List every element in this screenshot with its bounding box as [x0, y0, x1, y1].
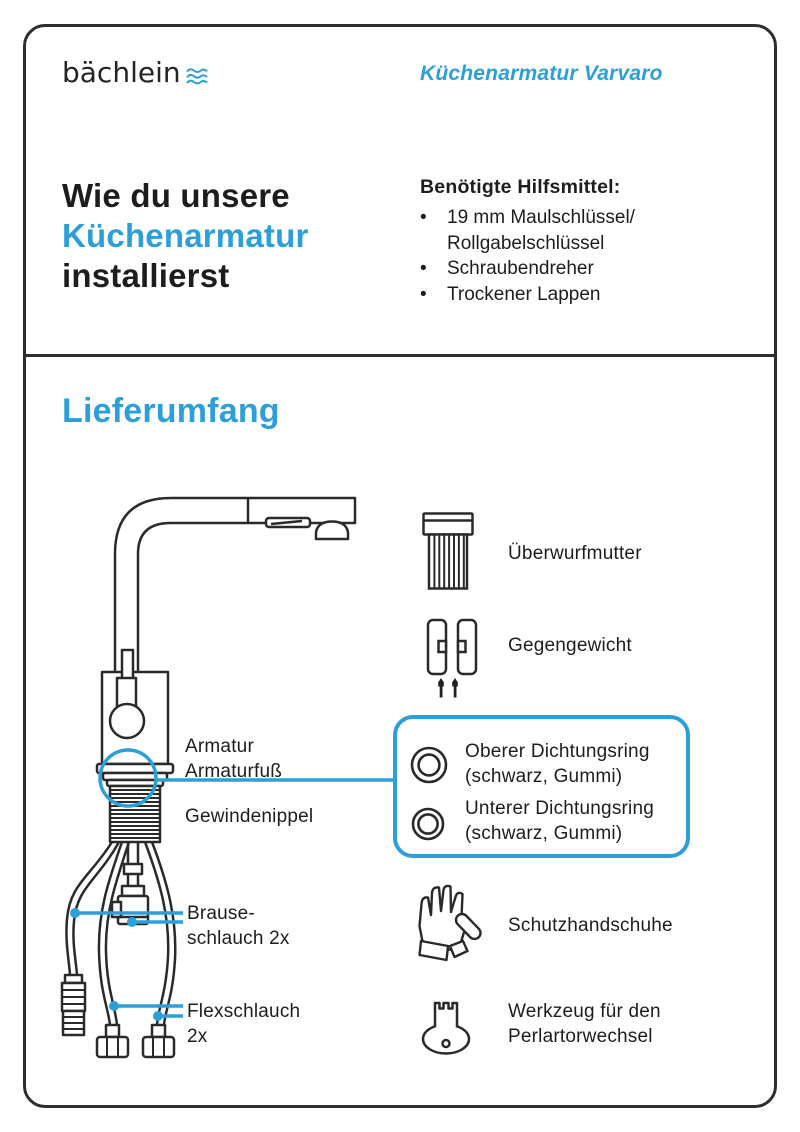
tool-item: • 19 mm Maulschlüssel/ Rollgabelschlüsse… — [420, 205, 750, 256]
section-heading: Lieferumfang — [62, 392, 280, 430]
product-title: Küchenarmatur Varvaro — [420, 62, 663, 85]
tool-item: • Schraubendreher — [420, 256, 750, 282]
tool-item: • Trockener Lappen — [420, 282, 750, 308]
bullet: • — [420, 258, 427, 279]
page-title-line2: Küchenarmatur — [62, 217, 309, 254]
highlight-circle — [98, 748, 158, 808]
label-gewindenippel: Gewindenippel — [185, 806, 314, 827]
tool-item-text: 19 mm Maulschlüssel/ Rollgabelschlüssel — [447, 207, 635, 254]
label-armatur: Armatur — [185, 736, 254, 757]
seal-item-oberer: Oberer Dichtungsring (schwarz, Gummi) — [465, 741, 650, 787]
section-divider — [25, 354, 775, 357]
page-title-line3: installierst — [62, 257, 230, 294]
screws — [437, 678, 459, 698]
brand-logo-text: bächlein — [62, 56, 181, 89]
protective-glove-icon — [418, 884, 482, 962]
part-label-schutzhandschuhe: Schutzhandschuhe — [508, 915, 673, 936]
seal-item-unterer: Unterer Dichtungsring (schwarz, Gummi) — [465, 798, 655, 844]
required-tools: Benötigte Hilfsmittel: • 19 mm Maulschlü… — [420, 176, 750, 307]
counterweight-icon — [426, 618, 478, 698]
aerator-tool-icon — [421, 1001, 471, 1055]
bullet: • — [420, 283, 427, 305]
page-title: Wie du unsere Küchenarmatur installierst — [62, 176, 309, 296]
tool-item-text: Schraubendreher — [447, 258, 594, 279]
part-label-werkzeug: Werkzeug für den Perlartorwechsel — [508, 1001, 661, 1047]
o-ring-large-icon — [410, 746, 448, 784]
label-flexschlauch: Flexschlauch 2x — [187, 1001, 301, 1047]
required-tools-list: • 19 mm Maulschlüssel/ Rollgabelschlüsse… — [420, 205, 750, 307]
label-armaturfuss: Armaturfuß — [185, 761, 283, 782]
callout-dots — [70, 908, 163, 1021]
o-ring-small-icon — [411, 807, 445, 841]
part-label-ueberwurfmutter: Überwurfmutter — [508, 543, 642, 564]
page-border — [23, 24, 777, 1108]
seal-rings-box: Oberer Dichtungsring (schwarz, Gummi) Un… — [393, 715, 690, 858]
label-brauseschlauch: Brause- schlauch 2x — [187, 903, 290, 949]
tool-item-text: Trockener Lappen — [447, 283, 601, 305]
required-tools-heading: Benötigte Hilfsmittel: — [420, 176, 621, 198]
part-label-gegengewicht: Gegengewicht — [508, 635, 632, 656]
waves-icon — [186, 67, 208, 84]
bullet: • — [420, 207, 427, 228]
callout-lines — [75, 748, 395, 1018]
page-title-line1: Wie du unsere — [62, 177, 290, 214]
brand-logo: bächlein — [62, 56, 208, 89]
faucet-line-art — [60, 496, 395, 1059]
cap-nut-icon — [422, 512, 474, 590]
